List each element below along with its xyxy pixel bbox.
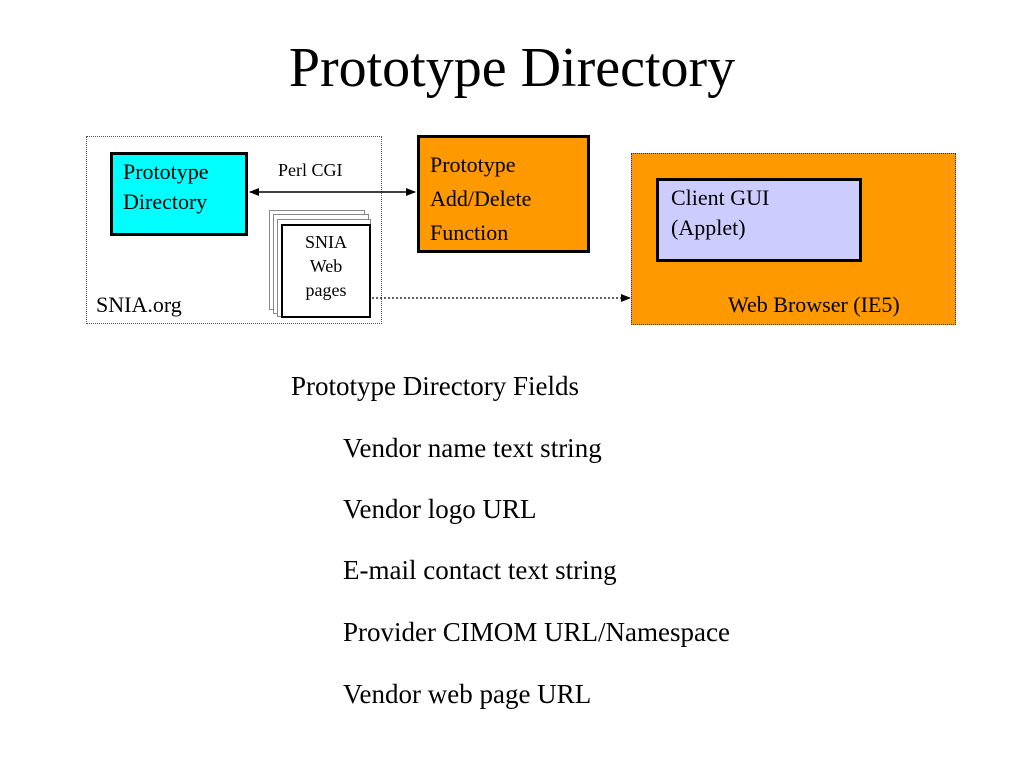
prototype-directory-line: Prototype xyxy=(123,159,209,184)
web-pages-line: SNIA xyxy=(304,232,347,252)
slide-title: Prototype Directory xyxy=(288,37,736,99)
web-pages-line: Web xyxy=(309,256,343,276)
client-gui-line: Client GUI xyxy=(671,185,770,210)
field-item: Vendor name text string xyxy=(343,433,602,463)
fields-heading: Prototype Directory Fields xyxy=(291,371,579,401)
field-item: E-mail contact text string xyxy=(343,555,617,585)
perl-cgi-label: Perl CGI xyxy=(278,160,343,180)
snia-org-group xyxy=(86,136,382,324)
add-delete-function-box: Prototype Add/Delete Function xyxy=(417,135,590,253)
web-browser-label: Web Browser (IE5) xyxy=(728,292,900,317)
web-pages-line: pages xyxy=(305,280,347,300)
field-item: Provider CIMOM URL/Namespace xyxy=(343,617,730,647)
add-delete-line: Function xyxy=(430,220,509,245)
snia-web-pages-box: SNIA Web pages xyxy=(281,224,371,318)
snia-org-label: SNIA.org xyxy=(96,292,182,317)
client-gui-box: Client GUI (Applet) xyxy=(656,178,862,262)
field-item: Vendor logo URL xyxy=(343,494,537,524)
add-delete-line: Add/Delete xyxy=(430,186,532,211)
prototype-directory-box: Prototype Directory xyxy=(110,152,248,236)
add-delete-line: Prototype xyxy=(430,152,516,177)
client-gui-line: (Applet) xyxy=(671,215,746,240)
field-item: Vendor web page URL xyxy=(343,679,592,709)
prototype-directory-line: Directory xyxy=(123,189,208,214)
